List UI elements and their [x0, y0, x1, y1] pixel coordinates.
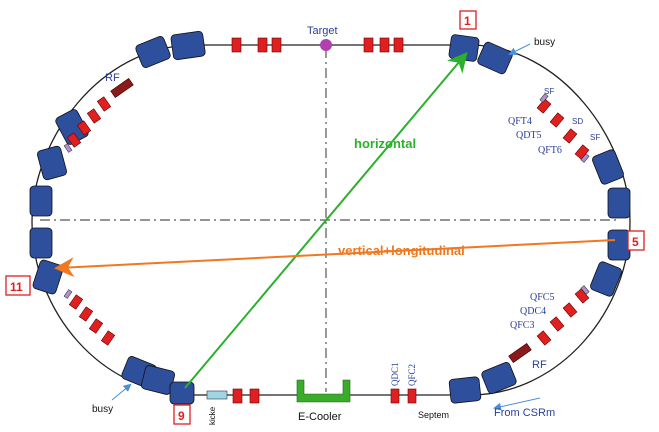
qfc5-label: QFC5	[530, 292, 554, 303]
ecooler-element	[296, 379, 351, 403]
busy-top-label: busy	[534, 37, 555, 48]
dipole	[590, 261, 622, 297]
dipole	[170, 31, 206, 60]
busy-bottom-pointer	[111, 383, 132, 401]
dipole	[135, 36, 171, 68]
rf-cavity-right	[508, 342, 532, 364]
target-label: Target	[307, 25, 338, 37]
qdc1-label: QDC1	[390, 362, 400, 386]
target-marker	[320, 39, 332, 51]
from-csrm-label: From CSRm	[494, 407, 555, 419]
qdc4-label: QDC4	[520, 306, 546, 317]
horizontal-arrow	[184, 51, 468, 389]
dipole	[477, 41, 513, 75]
svg-text:11: 11	[10, 280, 23, 294]
dipole	[29, 185, 53, 217]
dipole-magnets	[29, 31, 631, 405]
dipole	[29, 227, 53, 259]
kicker-label: kicke	[208, 406, 217, 425]
ecooler-label: E-Cooler	[298, 411, 342, 423]
svg-text:5: 5	[632, 235, 639, 249]
dipole	[448, 376, 482, 404]
qfc2-label: QFC2	[407, 364, 417, 386]
dipole	[607, 187, 631, 219]
dipole	[607, 229, 631, 261]
svg-text:9: 9	[178, 409, 185, 423]
qft6-label: QFT6	[538, 145, 562, 156]
qdt5-label: QDT5	[516, 130, 542, 141]
dipole	[481, 362, 517, 394]
horizontal-label: horizontal	[354, 136, 416, 151]
rf-cavity-left	[110, 77, 134, 99]
position-marker-11: 11	[5, 275, 31, 296]
busy-top-pointer	[508, 43, 531, 55]
kicker-magnet	[206, 390, 228, 400]
svg-text:1: 1	[464, 14, 471, 28]
quadrupole-magnets	[66, 37, 590, 404]
qfc3-label: QFC3	[510, 320, 534, 331]
sf-b-label: SF	[590, 133, 600, 142]
rf-left-label: RF	[105, 72, 120, 84]
busy-bottom-label: busy	[92, 404, 113, 415]
qft4-label: QFT4	[508, 116, 532, 127]
corrector-magnets	[63, 93, 590, 299]
vertical-longitudinal-label: vertical+longitudinal	[338, 243, 465, 258]
sf-a-label: SF	[544, 87, 554, 96]
position-marker-5: 5	[627, 230, 645, 251]
vertical-longitudinal-arrow	[54, 239, 616, 278]
from-csrm-pointer	[493, 397, 541, 411]
rf-right-label: RF	[532, 359, 547, 371]
position-marker-1: 1	[459, 10, 477, 30]
septem-label: Septem	[418, 410, 449, 420]
dipole	[592, 149, 624, 185]
dipole	[37, 145, 67, 181]
position-marker-9: 9	[173, 404, 191, 425]
sd-label: SD	[572, 117, 583, 126]
dipole	[169, 381, 195, 405]
